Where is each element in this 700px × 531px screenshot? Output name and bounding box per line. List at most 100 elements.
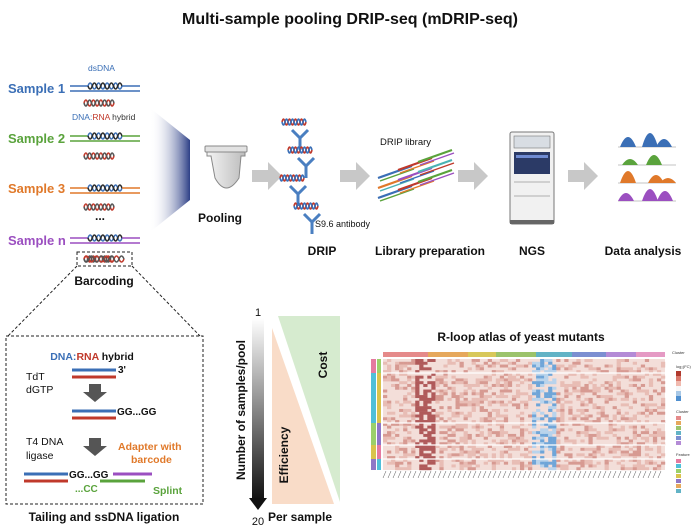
x-tick	[557, 470, 562, 479]
gg-tail-label-2: GG...GG	[69, 470, 109, 481]
coverage-peak	[642, 189, 658, 201]
bound-hybrid	[293, 202, 319, 210]
zoom-line-left	[7, 265, 78, 337]
x-tick	[392, 470, 397, 479]
scale-swatch	[676, 381, 681, 386]
x-tick	[472, 470, 477, 479]
barcoding-label: Barcoding	[74, 274, 133, 288]
legend-cluster-title: Cluster	[672, 350, 685, 355]
cluster-swatch	[676, 426, 681, 430]
x-tick	[652, 470, 657, 479]
row-cluster-segment	[371, 359, 376, 373]
hybrid-helix	[83, 152, 115, 160]
row-cluster-segment	[371, 445, 376, 459]
x-tick	[552, 470, 557, 479]
x-tick	[432, 470, 437, 479]
bound-hybrid	[279, 174, 305, 182]
dsdna-label: dsDNA	[88, 63, 115, 73]
cluster-swatch	[676, 421, 681, 425]
cluster-swatch	[676, 441, 681, 445]
x-tick	[467, 470, 472, 479]
x-tick	[582, 470, 587, 479]
x-tick	[527, 470, 532, 479]
process-arrows	[252, 162, 598, 190]
x-tick	[447, 470, 452, 479]
cluster-bar-segment	[606, 352, 636, 357]
gradient-arrowhead	[249, 498, 267, 510]
x-tick	[517, 470, 522, 479]
library-fragments	[377, 148, 455, 202]
x-tick	[602, 470, 607, 479]
cost-triangle	[278, 316, 340, 502]
feature-swatch	[676, 479, 681, 483]
x-tick	[487, 470, 492, 479]
coverage-peak	[618, 193, 634, 201]
antibody-complex	[287, 146, 316, 178]
splint-label: Splint	[153, 485, 183, 497]
x-tick	[462, 470, 467, 479]
x-tick	[387, 470, 392, 479]
x-tick	[627, 470, 632, 479]
cluster-bar-segment	[383, 352, 428, 357]
dsdna-helix	[87, 184, 123, 192]
data-analysis-label: Data analysis	[605, 244, 682, 258]
x-tick	[592, 470, 597, 479]
tdt-label: TdT	[26, 371, 45, 383]
scale-swatch	[676, 386, 681, 391]
cluster-bar-segment	[536, 352, 572, 357]
x-tick	[642, 470, 647, 479]
scale-swatch	[676, 371, 681, 376]
samples-gradient-bar	[252, 318, 264, 500]
sample-n-label: Sample n	[8, 233, 66, 248]
x-tick	[622, 470, 627, 479]
legend-scale-title: log₂(FC)	[676, 364, 692, 369]
bound-hybrid	[287, 146, 313, 154]
cluster-swatch	[676, 431, 681, 435]
sample-ellipsis: ...	[95, 209, 105, 223]
x-tick	[542, 470, 547, 479]
inset-caption: Tailing and ssDNA ligation	[29, 510, 180, 524]
gg-tail-label: GG...GG	[117, 407, 157, 418]
x-tick	[482, 470, 487, 479]
barcoded-hybrid-helix	[83, 255, 125, 263]
cluster-swatch	[676, 416, 681, 420]
row-cluster-segment	[371, 423, 376, 445]
x-tick	[397, 470, 402, 479]
drip-antibody-stack	[279, 118, 322, 234]
x-tick	[612, 470, 617, 479]
library-prep-label: Library preparation	[375, 244, 485, 258]
feature-swatch	[676, 474, 681, 478]
x-tick	[452, 470, 457, 479]
sample-1-label: Sample 1	[8, 81, 65, 96]
x-tick	[537, 470, 542, 479]
dsdna-helix	[87, 234, 123, 242]
x-tick	[497, 470, 502, 479]
rloop-heatmap	[371, 352, 666, 479]
arrow-2	[340, 162, 370, 190]
x-tick	[437, 470, 442, 479]
efficiency-triangle	[272, 328, 334, 504]
antibody-label: S9.6 antibody	[315, 219, 371, 229]
antibody-complex	[279, 174, 308, 206]
arrow-4	[568, 162, 598, 190]
x-tick	[442, 470, 447, 479]
barcode-highlight-box	[76, 251, 133, 267]
x-tick	[577, 470, 582, 479]
per-sample-label: Per sample	[268, 510, 332, 524]
x-tick	[632, 470, 637, 479]
library-fragment	[417, 148, 453, 164]
scale-swatch	[676, 376, 681, 381]
coverage-peak	[622, 159, 638, 165]
library-fragment	[417, 158, 453, 174]
scale-swatch	[676, 396, 681, 401]
x-tick	[382, 470, 387, 479]
down-arrow-1	[83, 384, 107, 402]
sample-helices	[70, 82, 140, 263]
adapter-label-1: Adapter with	[118, 441, 182, 453]
antibody-complex	[281, 118, 310, 150]
pooling-funnel	[150, 108, 190, 232]
x-tick	[597, 470, 602, 479]
x-tick	[637, 470, 642, 479]
x-tick	[412, 470, 417, 479]
figure-title: Multi-sample pooling DRIP-seq (mDRIP-seq…	[182, 11, 518, 28]
